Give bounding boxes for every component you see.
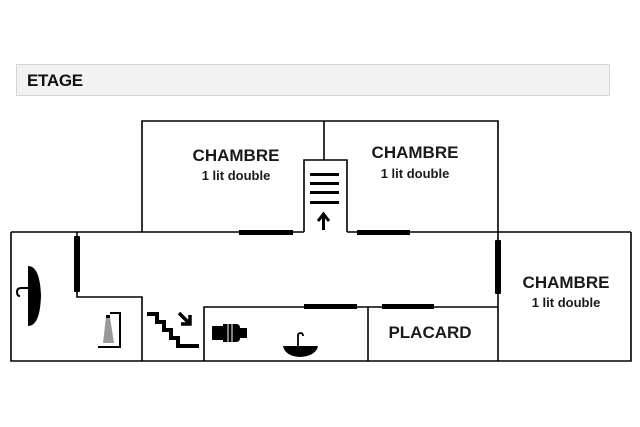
door-bathroom[interactable] (304, 304, 357, 309)
door-bedroom-top-left[interactable] (239, 230, 293, 235)
stairs-up-icon (310, 173, 339, 230)
bedroom-right-detail: 1 lit double (532, 295, 601, 310)
bedroom-top-right-label: CHAMBRE (372, 143, 459, 162)
floor-header: ETAGE (16, 64, 610, 96)
bedroom-top-left-detail: 1 lit double (202, 168, 271, 183)
bedroom-right-label: CHAMBRE (523, 273, 610, 292)
stairs-down-icon (147, 311, 199, 348)
door-bedroom-right[interactable] (495, 240, 501, 294)
walls (10, 120, 632, 362)
toilet-icon (15, 266, 41, 326)
wall-stair-box (303, 159, 348, 232)
bedroom-top-right-detail: 1 lit double (381, 166, 450, 181)
floor-title: ETAGE (27, 71, 83, 90)
door-shower-room[interactable] (74, 236, 80, 292)
doors (74, 230, 501, 309)
bedroom-top-left-label: CHAMBRE (193, 146, 280, 165)
door-placard[interactable] (382, 304, 434, 309)
door-bedroom-top-right[interactable] (357, 230, 410, 235)
bathtub-icon (212, 324, 247, 342)
placard-label: PLACARD (388, 323, 471, 342)
wall-outer (10, 232, 632, 362)
wall-top-bedrooms (141, 120, 499, 232)
sink-icon (283, 332, 318, 357)
shower-icon (98, 312, 121, 348)
